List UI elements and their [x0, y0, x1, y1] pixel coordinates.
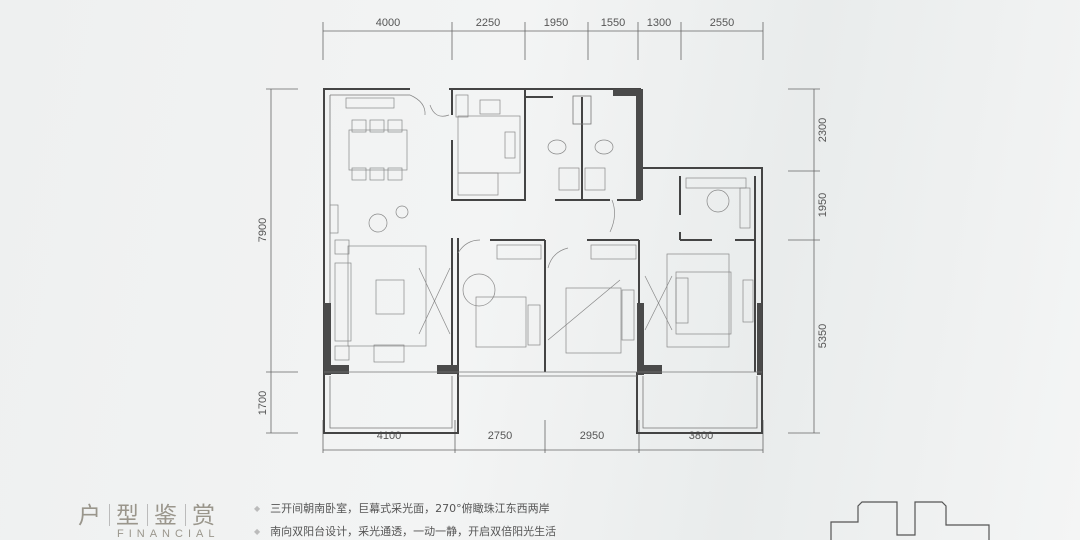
- bullet-icon: ◆: [254, 527, 261, 536]
- section-subtitle: FINANCIAL: [117, 528, 220, 540]
- dining-table: [348, 129, 408, 171]
- divider: [185, 504, 186, 526]
- washbasin: [584, 167, 606, 191]
- dim-right-3: 5350: [817, 324, 829, 348]
- dim-left-2: 1700: [257, 391, 269, 415]
- key-plan-thumbnail: [830, 501, 990, 540]
- right-dimension-line: 2300 1950 5350: [788, 88, 829, 434]
- dim-top-4: 1550: [601, 17, 625, 29]
- furniture: [329, 94, 754, 363]
- walls: [323, 88, 763, 434]
- washbasin: [558, 167, 580, 191]
- armchair: [368, 213, 388, 233]
- coffee-table: [375, 279, 405, 315]
- section-title: 户型鉴赏: [78, 496, 217, 530]
- bed: [666, 253, 730, 348]
- feature-text: 南向双阳台设计，采光通透，一动一静，开启双倍阳光生活: [270, 525, 557, 538]
- dim-right-2: 1950: [817, 193, 829, 217]
- dim-top-1: 4000: [376, 17, 400, 29]
- title-char: 户: [78, 503, 103, 529]
- dim-bottom-2: 2750: [488, 430, 512, 442]
- left-dimension-line: 7900 1700: [257, 88, 298, 434]
- sideboard: [345, 97, 395, 109]
- dim-top-5: 1300: [647, 17, 671, 29]
- dim-bottom-3: 2950: [580, 430, 604, 442]
- sofa: [334, 262, 352, 342]
- feature-item: ◆ 三开间朝南卧室，巨幕式采光面，270°俯瞰珠江东西两岸: [254, 500, 550, 516]
- closet: [685, 177, 747, 189]
- round-table: [706, 189, 730, 213]
- dim-right-1: 2300: [817, 118, 829, 142]
- dim-top-3: 1950: [544, 17, 568, 29]
- dim-bottom-4: 3800: [689, 430, 713, 442]
- bottom-dimension-line: 4100 2750 2950 3800: [322, 420, 764, 453]
- feature-text: 三开间朝南卧室，巨幕式采光面，270°俯瞰珠江东西两岸: [270, 502, 550, 515]
- dim-top-6: 2550: [710, 17, 734, 29]
- wardrobe: [496, 244, 542, 260]
- bed: [475, 296, 527, 348]
- divider: [147, 504, 148, 526]
- feature-item: ◆ 南向双阳台设计，采光通透，一动一静，开启双倍阳光生活: [254, 523, 556, 539]
- dim-left-1: 7900: [257, 218, 269, 242]
- title-char: 型: [116, 503, 141, 529]
- divider: [109, 504, 110, 526]
- dim-top-2: 2250: [476, 17, 500, 29]
- bullet-icon: ◆: [254, 504, 261, 513]
- toilet: [547, 139, 567, 155]
- dim-bottom-1: 4100: [377, 430, 401, 442]
- title-char: 鉴: [154, 503, 179, 529]
- top-dimension-line: 4000 2250 1950 1550 1300 2550: [322, 17, 764, 60]
- wardrobe: [590, 244, 637, 260]
- title-char: 赏: [192, 503, 217, 529]
- toilet: [594, 139, 614, 155]
- sink: [479, 99, 501, 115]
- bed: [565, 287, 622, 354]
- stove: [504, 131, 516, 159]
